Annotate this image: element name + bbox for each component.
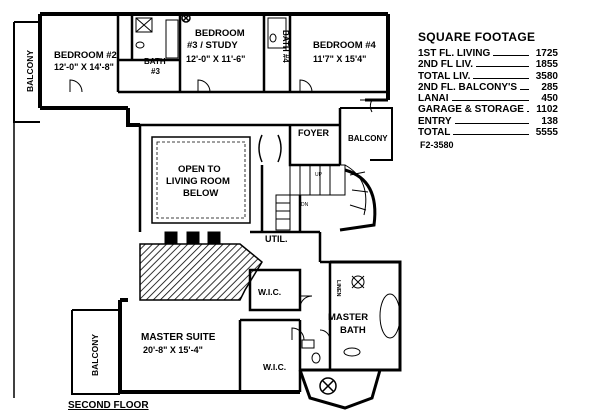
door-swings [69, 79, 373, 341]
bedroom4-name: BEDROOM #4 [313, 40, 377, 51]
sqft-row: TOTAL LIV. 3580 [418, 71, 558, 82]
sqft-leader-line [476, 66, 529, 68]
bedroom2-name: BEDROOM #2 [54, 50, 117, 61]
wic-upper-label: W.I.C. [258, 287, 281, 297]
master-suite-name: MASTER SUITE [141, 332, 216, 343]
sqft-row-label: 1ST FL. LIVING [418, 48, 491, 59]
stair [275, 164, 369, 231]
sqft-leader-line [473, 77, 529, 79]
sqft-leader-line [526, 111, 529, 113]
bath-fixtures [135, 17, 401, 364]
x-window-glyph [181, 13, 337, 395]
sqft-row: 2ND FL LIV. 1855 [418, 59, 558, 70]
wic-lower-label: W.I.C. [263, 362, 286, 372]
bedroom2-dims: 12'-0" X 14'-8" [54, 62, 114, 72]
stair-dn-label: DN [301, 202, 309, 208]
sqft-row-label: TOTAL LIV. [418, 70, 471, 82]
balcony-left-label: BALCONY [25, 50, 35, 92]
open-to-living-line1: OPEN TO [178, 164, 221, 175]
sqft-row: 2ND FL. BALCONY'S 285 [418, 82, 558, 93]
sqft-row-value: 285 [541, 81, 558, 93]
sqft-row-label: TOTAL [418, 127, 451, 139]
sqft-row: TOTAL 5555 [418, 127, 558, 138]
sqft-row-value: 450 [541, 93, 558, 105]
stair-up-label: UP [315, 172, 323, 178]
bedroom4-dims: 11'7" X 15'4" [313, 54, 366, 64]
sqft-row: 1ST FL. LIVING 1725 [418, 48, 558, 59]
bath3-line1: BATH [144, 57, 166, 66]
interior-walls [116, 14, 388, 392]
open-to-living-line3: BELOW [183, 188, 218, 199]
sqft-row-value: 5555 [535, 127, 558, 139]
sqft-row-label: LANAI [418, 93, 449, 105]
sqft-row-label: ENTRY [418, 115, 452, 127]
sqft-row-value: 3580 [535, 70, 558, 82]
balcony-right-label: BALCONY [348, 134, 388, 143]
floor-label: SECOND FLOOR [68, 400, 149, 411]
sqft-row-label: 2ND FL. BALCONY'S [418, 81, 518, 93]
sqft-leader-line [453, 134, 529, 136]
corridor-arcs [258, 134, 282, 163]
open-to-living-line2: LIVING ROOM [166, 176, 230, 187]
bedroom3-name-line1: BEDROOM [195, 28, 245, 39]
hatched-roof-area [139, 243, 263, 301]
open-to-below-opening [151, 136, 251, 245]
bath4-label: BATH #4 [281, 30, 290, 63]
sqft-leader-line [493, 55, 529, 56]
sqft-row: LANAI 450 [418, 93, 558, 104]
linen-label: LINEN [335, 280, 341, 297]
room-labels: BEDROOM #2 12'-0" X 14'-8" BEDROOM #3 / … [25, 28, 388, 376]
master-bath-line2: BATH [340, 325, 366, 336]
bath3-line2: #3 [151, 67, 160, 76]
sqft-leader-line [454, 122, 529, 124]
master-bath-line1: MASTER [328, 312, 368, 323]
plan-code: F2-3580 [420, 140, 454, 150]
sqft-row-value: 1855 [535, 59, 558, 71]
master-suite-dims: 20'-8" X 15'-4" [143, 345, 203, 355]
sqft-row: ENTRY 138 [418, 116, 558, 127]
balcony-bottom-label: BALCONY [90, 334, 100, 376]
exterior-walls [13, 12, 402, 410]
foyer-label: FOYER [298, 128, 330, 138]
bedroom3-dims: 12'-0" X 11'-6" [186, 54, 245, 64]
sqft-row-value: 138 [541, 115, 558, 127]
sqft-row: GARAGE & STORAGE 1102 [418, 104, 558, 115]
bedroom3-name-line2: #3 / STUDY [187, 40, 238, 51]
util-label: UTIL. [265, 234, 288, 244]
square-footage-title: SQUARE FOOTAGE [418, 30, 536, 44]
sqft-row-label: 2ND FL LIV. [418, 59, 474, 71]
sqft-row-label: GARAGE & STORAGE [418, 104, 524, 116]
sqft-leader-line [520, 88, 529, 90]
square-footage-table: SQUARE FOOTAGE 1ST FL. LIVING 1725 2ND F… [418, 30, 558, 138]
sqft-row-value: 1725 [535, 48, 558, 59]
sqft-row-value: 1102 [536, 104, 558, 116]
sqft-leader-line [451, 100, 529, 102]
